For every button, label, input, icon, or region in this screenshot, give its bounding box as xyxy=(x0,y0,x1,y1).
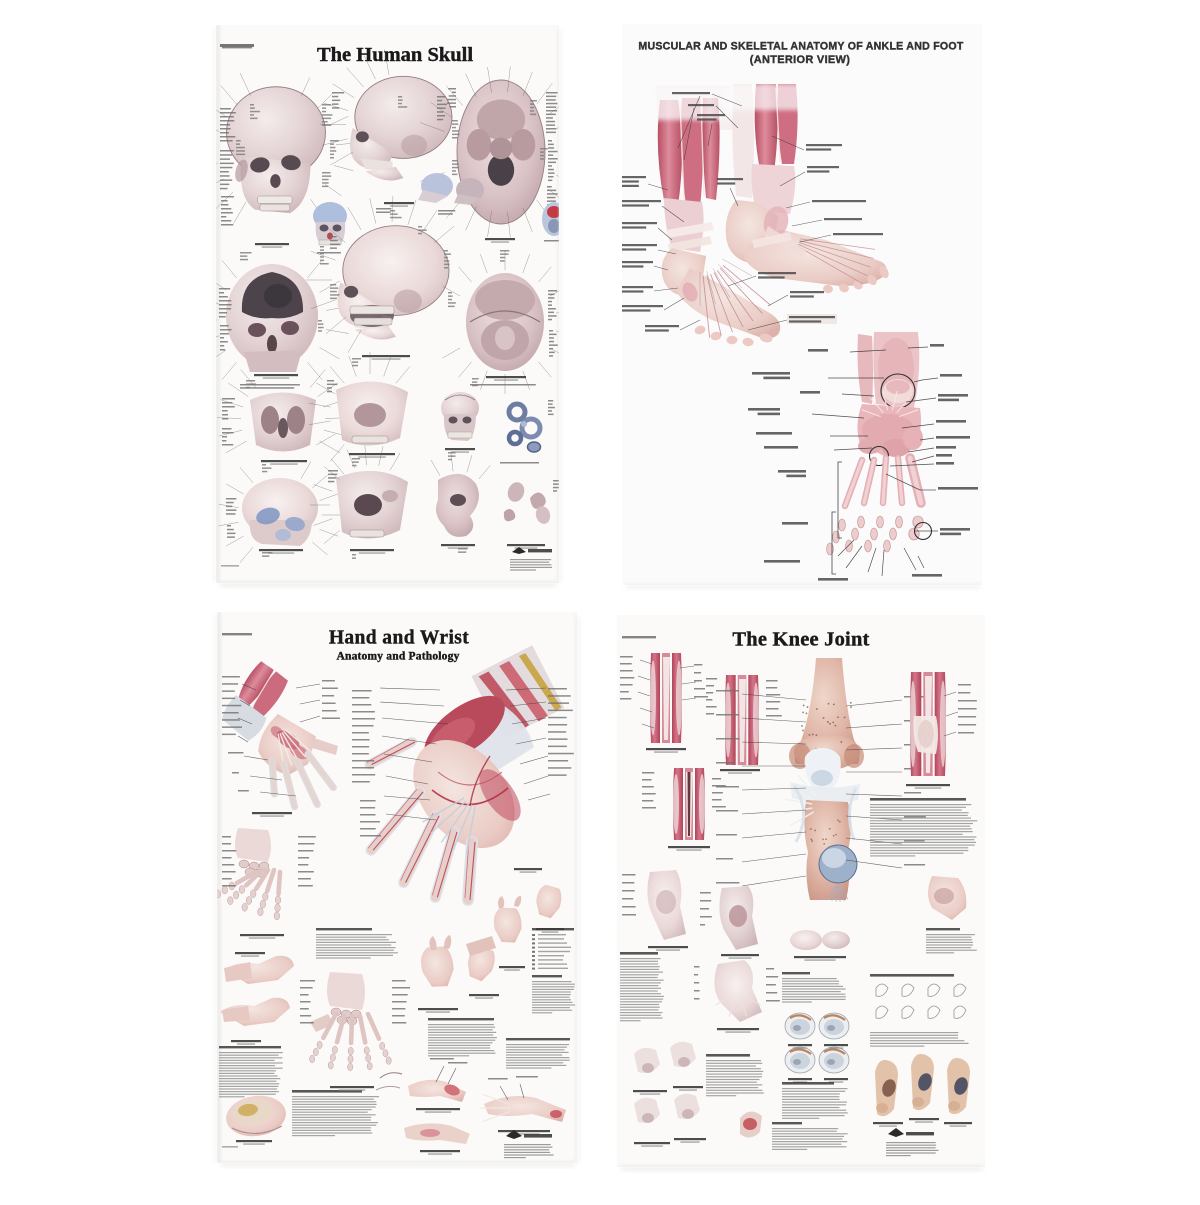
svg-text:Anatomy and Pathology: Anatomy and Pathology xyxy=(336,651,459,663)
svg-text:The Human Skull: The Human Skull xyxy=(317,44,473,66)
svg-text:Hand and Wrist: Hand and Wrist xyxy=(329,628,469,649)
svg-text:(ANTERIOR VIEW): (ANTERIOR VIEW) xyxy=(750,54,850,66)
svg-text:The Knee Joint: The Knee Joint xyxy=(732,628,869,650)
svg-text:MUSCULAR AND SKELETAL ANATOMY: MUSCULAR AND SKELETAL ANATOMY OF ANKLE A… xyxy=(638,41,964,53)
